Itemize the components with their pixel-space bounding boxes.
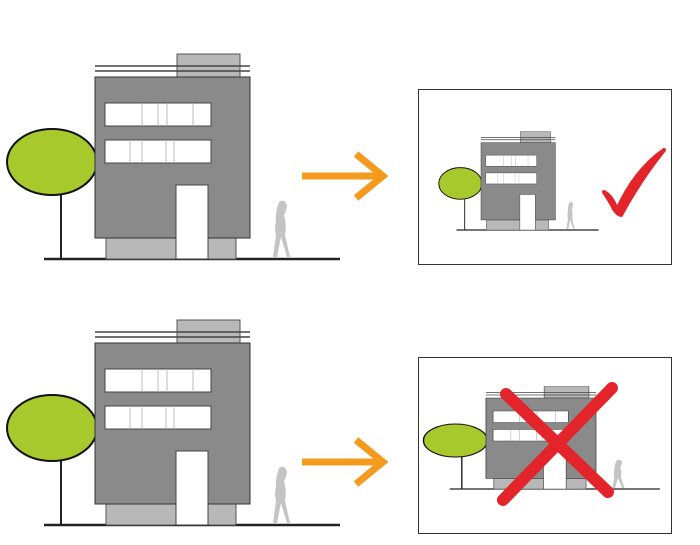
arrow-right-icon [302, 437, 389, 487]
arrow-right-icon [302, 151, 389, 201]
original-building-scene-bottom [5, 318, 342, 527]
cross-icon [497, 382, 618, 506]
checkmark-icon [602, 148, 666, 217]
original-building-scene-top [5, 52, 342, 261]
